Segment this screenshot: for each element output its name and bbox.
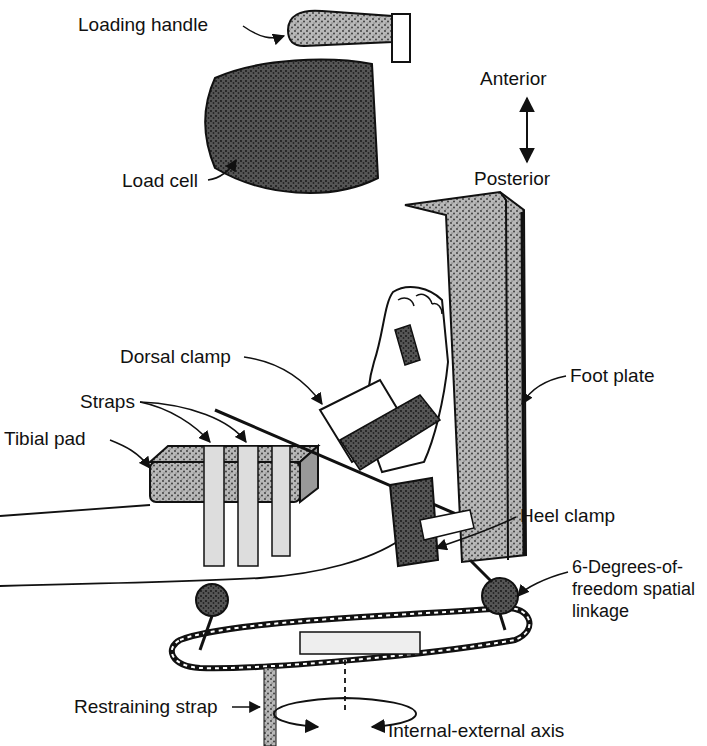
straps xyxy=(204,446,290,566)
part-label: Loading handle xyxy=(78,14,208,36)
part-label: Load cell xyxy=(122,170,198,192)
part-label: Restraining strap xyxy=(74,696,218,718)
part-label: Foot plate xyxy=(570,365,655,387)
leg xyxy=(0,505,400,586)
part-label: 6-Degrees-of-freedom spatial linkage xyxy=(572,556,702,622)
spatial-linkage xyxy=(172,560,530,668)
part-label: Internal-external axis xyxy=(388,720,564,742)
part-label: Posterior xyxy=(474,168,550,190)
axis-symbol xyxy=(274,660,416,727)
leader-lines xyxy=(110,26,568,707)
part-label: Dorsal clamp xyxy=(120,346,231,368)
tibial-pad xyxy=(150,446,318,502)
direction-arrow xyxy=(526,98,528,162)
loading-handle xyxy=(288,11,410,62)
restraining-strap xyxy=(264,668,276,746)
part-label: Tibial pad xyxy=(4,428,86,450)
load-cell xyxy=(205,60,378,193)
part-label: Heel clamp xyxy=(520,505,615,527)
part-label: Straps xyxy=(80,391,135,413)
part-label: Anterior xyxy=(480,68,547,90)
